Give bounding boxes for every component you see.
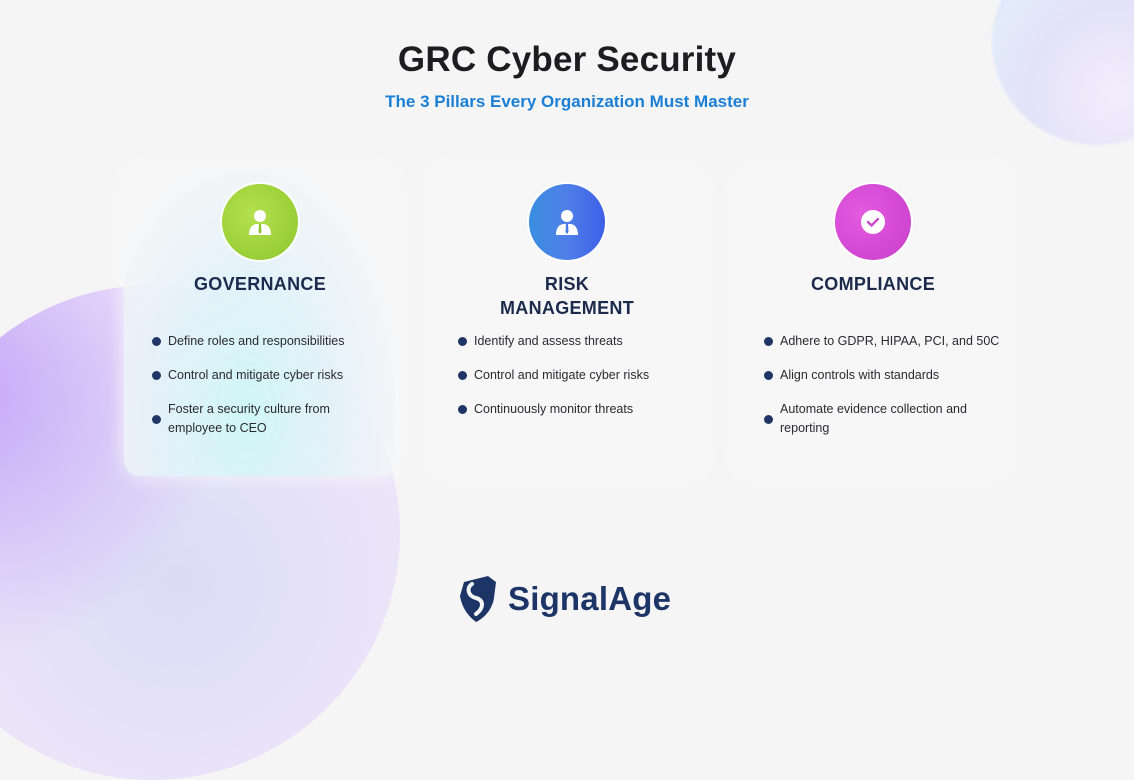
- list-item: Align controls with standards: [764, 366, 1004, 385]
- list-item: Automate evidence collection and reporti…: [764, 400, 1004, 438]
- page-subtitle: The 3 Pillars Every Organization Must Ma…: [385, 92, 749, 111]
- list-item: Control and mitigate cyber risks: [152, 366, 392, 385]
- pillar-title: COMPLIANCE: [811, 274, 935, 294]
- pillar-card-governance: GOVERNANCE Define roles and responsibili…: [124, 168, 396, 476]
- list-item: Adhere to GDPR, HIPAA, PCI, and 50C: [764, 332, 1004, 351]
- list-item: Foster a security culture from employee …: [152, 400, 392, 438]
- list-item: Control and mitigate cyber risks: [458, 366, 698, 385]
- bullet-dot-icon: [458, 405, 467, 414]
- bullet-dot-icon: [152, 371, 161, 380]
- check-circle-icon: [861, 210, 885, 234]
- list-item: Continuously monitor threats: [458, 400, 698, 419]
- pillar-title: RISK MANAGEMENT: [500, 274, 634, 318]
- brand-name: SignalAge: [508, 580, 672, 617]
- bullet-dot-icon: [764, 337, 773, 346]
- header: GRC Cyber Security The 3 Pillars Every O…: [0, 40, 1134, 112]
- risk-icon-badge: [529, 184, 605, 260]
- bullet-dot-icon: [764, 414, 773, 424]
- bullet-dot-icon: [764, 371, 773, 380]
- pillar-card-compliance: COMPLIANCE Adhere to GDPR, HIPAA, PCI, a…: [737, 168, 1009, 476]
- user-tie-icon: [249, 210, 271, 235]
- pillar-card-risk-management: RISK MANAGEMENT Identify and assess thre…: [431, 168, 703, 476]
- bullet-dot-icon: [458, 371, 467, 380]
- pillar-title: GOVERNANCE: [193, 274, 326, 294]
- brand-logo: SignalAge: [458, 576, 671, 622]
- bullet-dot-icon: [458, 337, 467, 346]
- bullet-dot-icon: [152, 337, 161, 346]
- pillar-bullet-list: Identify and assess threats Control and …: [458, 332, 698, 434]
- compliance-icon-badge: [835, 184, 911, 260]
- shield-s-icon: [460, 576, 496, 622]
- list-item: Define roles and responsibilities: [152, 332, 392, 351]
- page-title: GRC Cyber Security: [397, 40, 737, 79]
- governance-icon-badge: [222, 184, 298, 260]
- user-tie-icon: [556, 210, 578, 235]
- list-item: Identify and assess threats: [458, 332, 698, 351]
- pillar-bullet-list: Adhere to GDPR, HIPAA, PCI, and 50C Alig…: [764, 332, 1004, 453]
- pillar-bullet-list: Define roles and responsibilities Contro…: [152, 332, 392, 453]
- bullet-dot-icon: [152, 414, 161, 424]
